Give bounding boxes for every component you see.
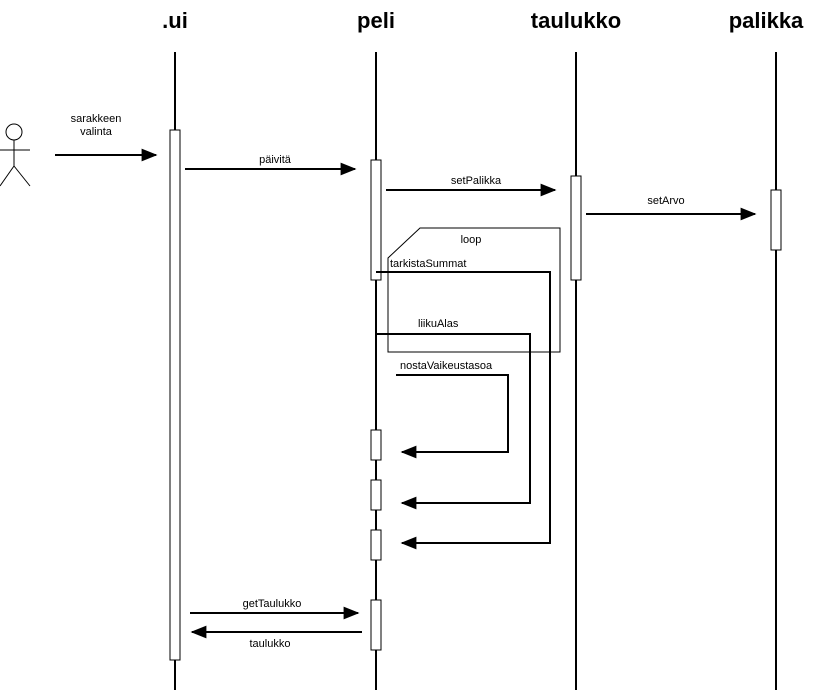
message-arrow-nostaVaikeustasoa bbox=[396, 374, 509, 459]
lifeline-title-ui: .ui bbox=[162, 8, 188, 33]
activation-peli-get bbox=[370, 599, 382, 651]
message-label-setPalikka: setPalikka bbox=[451, 175, 502, 187]
message-label-nostaVaikeustasoa: nostaVaikeustasoa bbox=[400, 360, 493, 372]
message-arrow-liikuAlas bbox=[376, 333, 531, 510]
message-label-getTaulukko: getTaulukko bbox=[243, 598, 302, 610]
actor-icon bbox=[0, 123, 31, 187]
activation-peli-nosta bbox=[370, 429, 382, 461]
activation-peli-main bbox=[370, 159, 382, 281]
loop-fragment-label: loop bbox=[461, 234, 482, 246]
message-label-paivita: päivitä bbox=[259, 154, 292, 166]
message-label-taulukko: taulukko bbox=[250, 638, 291, 650]
loop-fragment-frame bbox=[387, 227, 561, 353]
lifeline-title-peli: peli bbox=[357, 8, 395, 33]
actor-label-line-1: sarakkeen bbox=[71, 113, 122, 125]
activation-taulukko bbox=[570, 175, 582, 281]
message-arrow-tarkistaSummat bbox=[376, 271, 551, 550]
actor-label-line-2: valinta bbox=[80, 126, 113, 138]
lifeline-title-palikka: palikka bbox=[729, 8, 804, 33]
lifeline-title-taulukko: taulukko bbox=[531, 8, 621, 33]
activation-ui bbox=[169, 129, 181, 661]
message-label-setArvo: setArvo bbox=[647, 195, 684, 207]
activation-peli-tarkista bbox=[370, 529, 382, 561]
message-label-liikuAlas: liikuAlas bbox=[418, 318, 459, 330]
activation-palikka bbox=[770, 189, 782, 251]
message-label-tarkistaSummat: tarkistaSummat bbox=[390, 258, 466, 270]
activation-peli-liiku bbox=[370, 479, 382, 511]
